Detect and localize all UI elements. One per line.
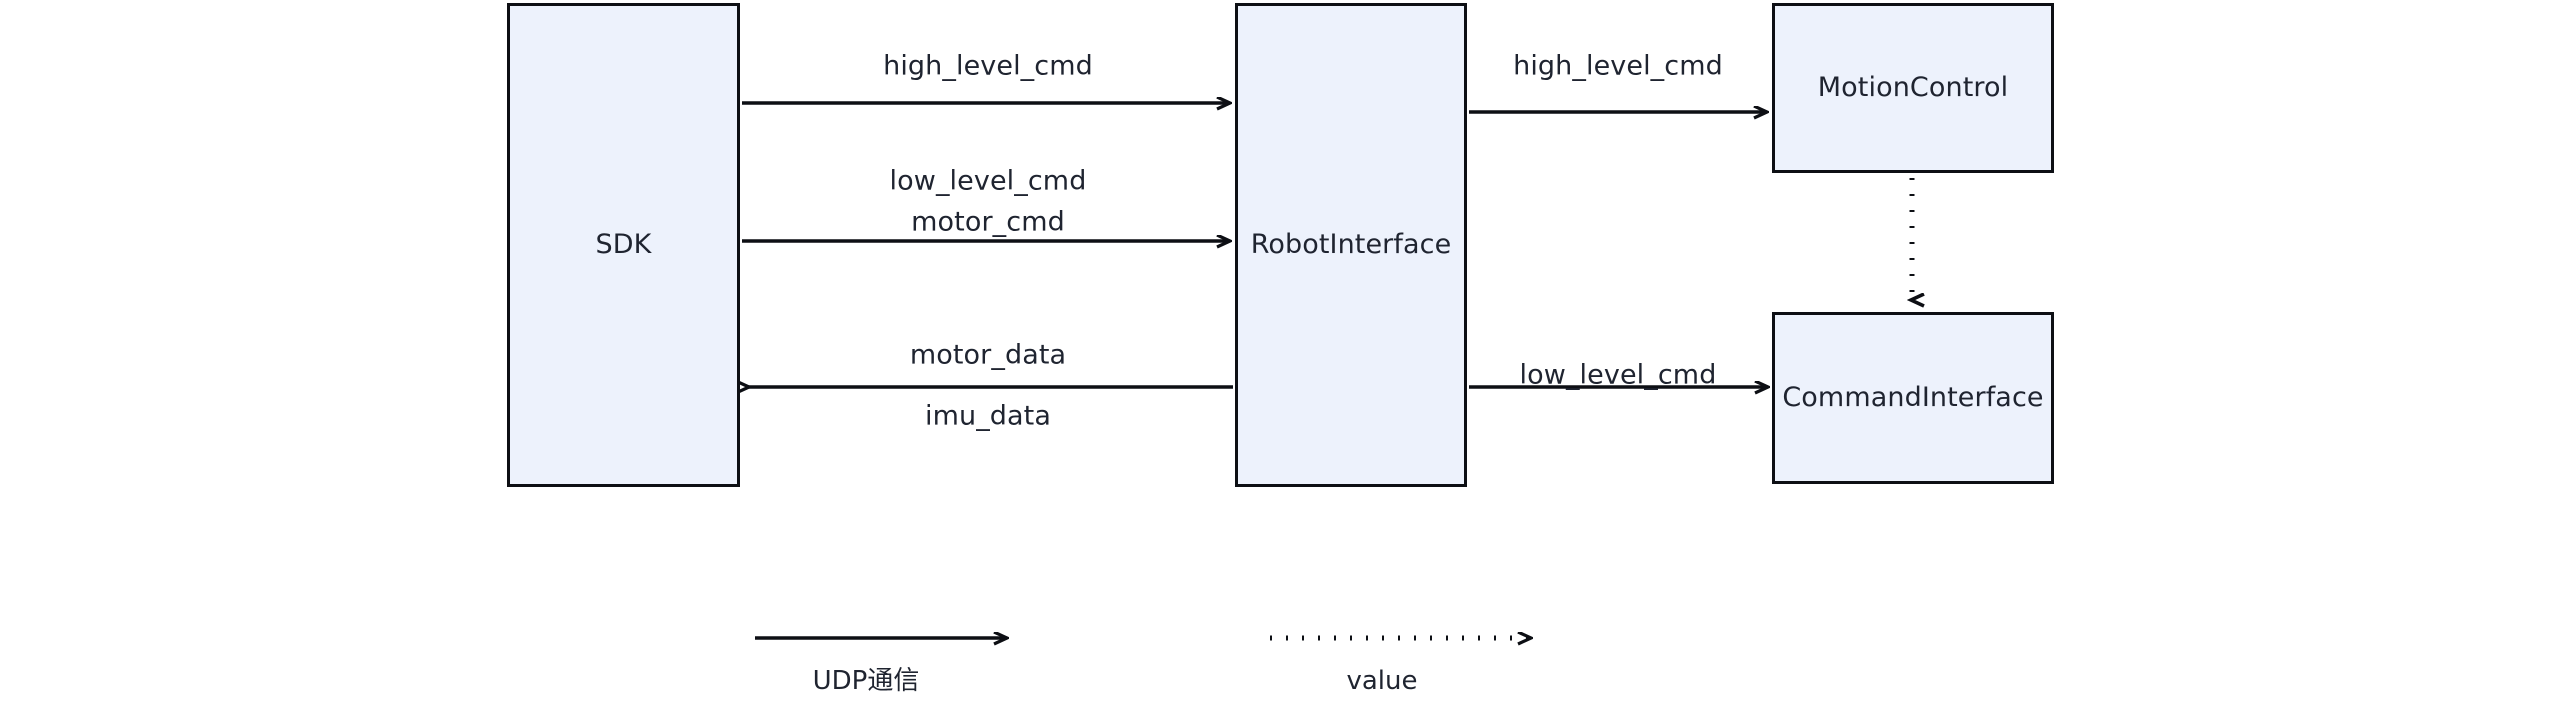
node-sdk-label: SDK <box>595 229 652 261</box>
node-command-interface[interactable]: CommandInterface <box>1772 312 2054 484</box>
legend-item-value-label: value <box>1346 666 1418 697</box>
edge-label-motor-data: motor_data <box>909 339 1067 371</box>
node-robot-interface[interactable]: RobotInterface <box>1235 3 1467 487</box>
node-sdk[interactable]: SDK <box>507 3 740 487</box>
node-motion-control-label: MotionControl <box>1817 72 2009 104</box>
edge-label-high-level-cmd-left: high_level_cmd <box>883 50 1093 82</box>
node-robot-interface-label: RobotInterface <box>1250 229 1452 261</box>
node-motion-control[interactable]: MotionControl <box>1772 3 2054 173</box>
node-command-interface-label: CommandInterface <box>1782 382 2044 414</box>
edge-label-low-level-cmd: low_level_cmd <box>889 165 1087 197</box>
edge-label-high-level-cmd-right: high_level_cmd <box>1513 50 1723 82</box>
legend-item-udp-label: UDP通信 <box>812 666 920 697</box>
edge-label-low-level-cmd-right: low_level_cmd <box>1519 359 1717 391</box>
edge-label-imu-data: imu_data <box>924 400 1052 432</box>
edge-label-motor-cmd: motor_cmd <box>911 206 1065 238</box>
